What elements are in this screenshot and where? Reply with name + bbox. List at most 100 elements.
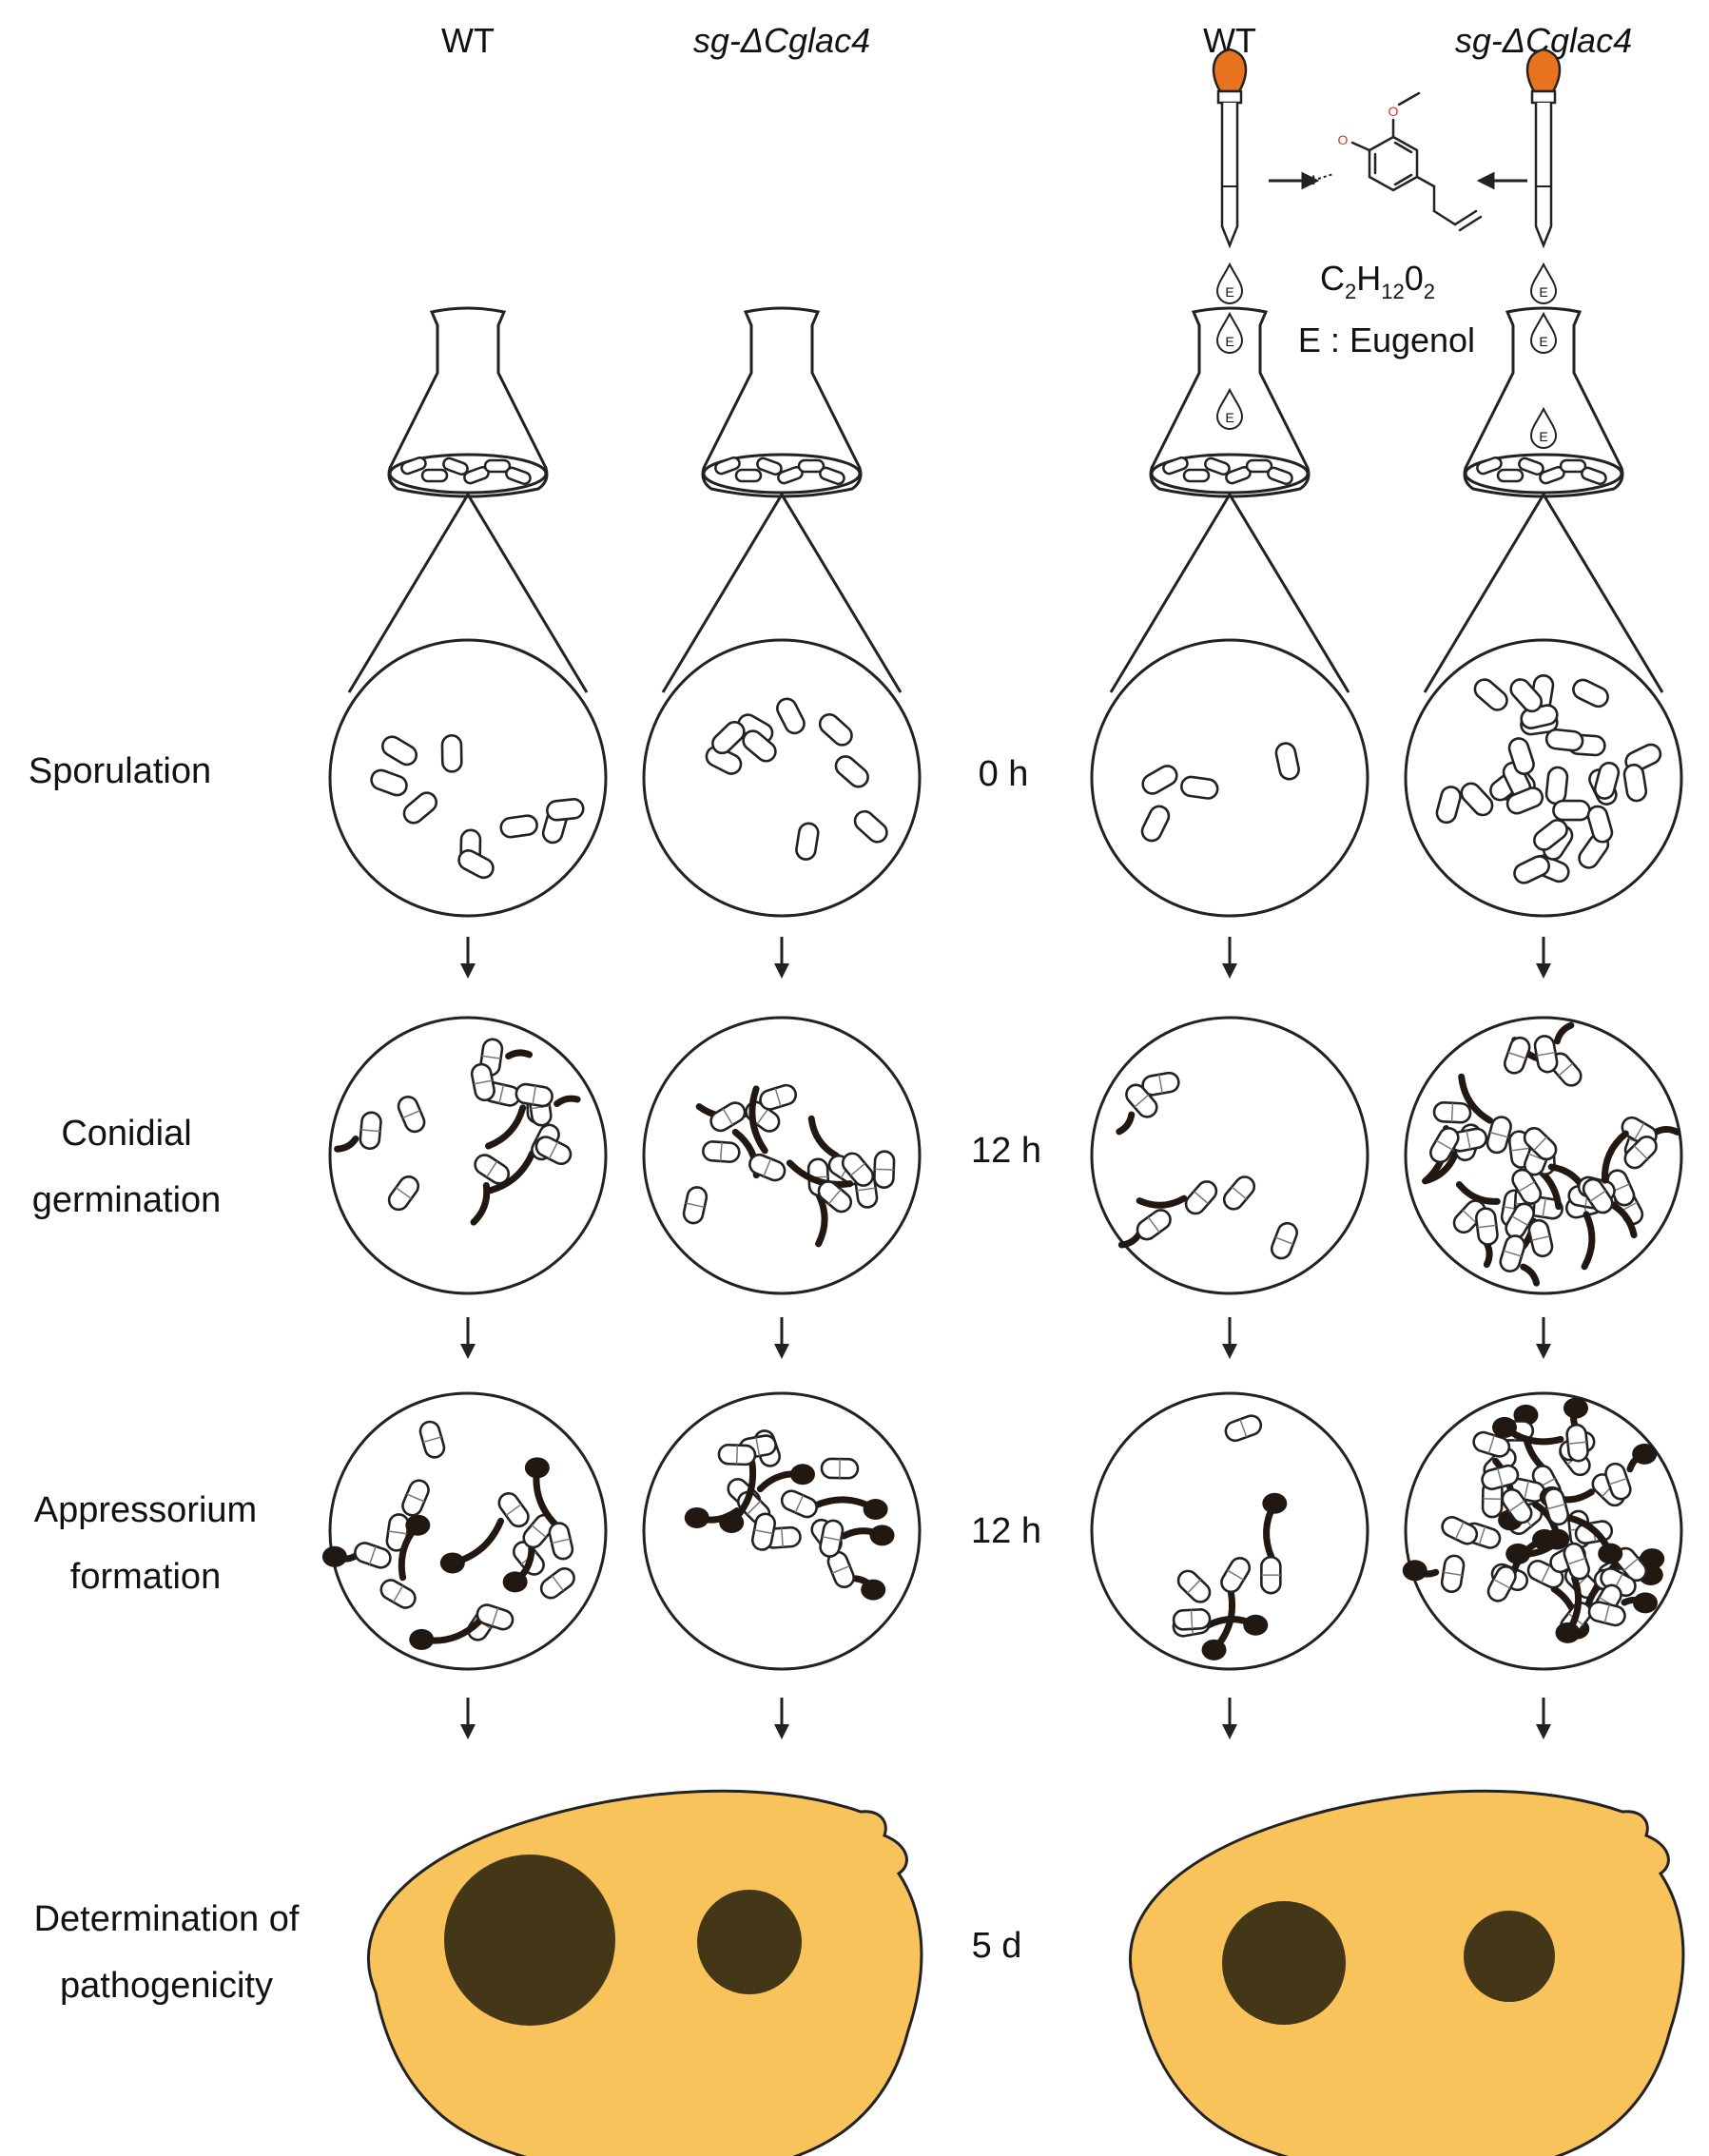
spore (1622, 763, 1648, 803)
pipette-icon (1525, 48, 1562, 249)
down-arrow-icon (460, 937, 476, 979)
hypha (553, 1095, 581, 1108)
spore (1527, 1218, 1554, 1258)
spore (780, 1489, 818, 1519)
spore-icon (1182, 468, 1211, 483)
down-arrow-icon (1222, 1317, 1237, 1359)
hypha (1601, 1130, 1629, 1184)
pipettes (1212, 48, 1562, 249)
appressorium (321, 1545, 347, 1567)
spore (1533, 1035, 1559, 1074)
spore-icon (734, 468, 763, 483)
down-arrow-icon (460, 1317, 476, 1359)
row-label-appressorium-2: formation (70, 1557, 221, 1597)
appressorium (1532, 1528, 1558, 1550)
spore (515, 1082, 553, 1108)
structure-bond-dash (1317, 173, 1334, 180)
spore-icon (505, 466, 532, 485)
drop-letter: E (1225, 334, 1233, 349)
spore (370, 768, 408, 797)
appressorium (1598, 1543, 1623, 1564)
spore-icon (442, 456, 469, 476)
spore (1586, 805, 1614, 844)
appressorium (524, 1457, 550, 1479)
spore (1572, 678, 1609, 709)
tuber (1128, 1789, 1685, 2156)
spore (709, 1101, 747, 1133)
spore (1503, 1036, 1531, 1075)
spore-icon (756, 456, 783, 476)
eugenol-drop-icon: E (1529, 262, 1558, 304)
spore (834, 755, 869, 788)
spore (379, 1579, 417, 1609)
zoom-line (347, 492, 589, 693)
hypha (1520, 1263, 1541, 1287)
hypha (815, 1191, 828, 1248)
spore (499, 814, 538, 839)
spore-icon (1204, 456, 1231, 476)
spore (1486, 1116, 1512, 1155)
spore (841, 1152, 875, 1187)
flask-icon (701, 306, 863, 498)
spore-icon (1476, 456, 1503, 476)
spore (359, 1111, 382, 1151)
hypha (786, 1159, 854, 1188)
appressorium (861, 1579, 886, 1601)
spore (457, 849, 495, 880)
spore (418, 1420, 446, 1459)
hypha (1458, 1073, 1493, 1124)
eugenol-drop-icon: E (1215, 262, 1244, 304)
appressorium (1632, 1592, 1658, 1614)
arrows-to-structure (1269, 171, 1527, 190)
spore (819, 1519, 845, 1558)
spore (1544, 766, 1569, 806)
drop-letter: E (1225, 284, 1233, 300)
spore (1220, 1557, 1252, 1594)
spore (702, 1140, 741, 1163)
hypha (1483, 1240, 1493, 1269)
spore (401, 1479, 430, 1517)
appressorium (1402, 1560, 1427, 1582)
spore (1533, 819, 1568, 851)
spore (476, 1603, 515, 1631)
spore-icon (714, 456, 741, 476)
hypha (1136, 1195, 1188, 1209)
flask-icon (387, 306, 549, 498)
down-arrow-icon (1222, 1698, 1237, 1739)
spore-icon (1581, 466, 1607, 485)
spore (1435, 786, 1462, 825)
spore (1448, 1127, 1488, 1153)
time-label-appressorium: 12 h (971, 1511, 1041, 1551)
pipette-icon (1212, 48, 1248, 249)
spore (750, 1512, 776, 1551)
appressorium (502, 1571, 528, 1593)
spore (1499, 1234, 1526, 1272)
down-arrow-icon (460, 1698, 476, 1739)
appressorium (1563, 1397, 1588, 1419)
spore (1544, 728, 1584, 752)
hypha (1553, 1021, 1575, 1045)
spore (534, 1136, 573, 1165)
spore (820, 1457, 860, 1480)
hypha (1455, 1181, 1501, 1205)
spore (717, 1443, 757, 1466)
spore (748, 1153, 787, 1182)
spore (474, 1154, 511, 1185)
spore (548, 1522, 574, 1561)
row-label-germination-1: Conidial (61, 1114, 191, 1154)
spore (1180, 775, 1219, 800)
appressorium (1243, 1614, 1269, 1636)
microscopy-circle (642, 638, 922, 918)
row-label-appressorium-1: Appressorium (34, 1490, 257, 1530)
spore (1604, 1462, 1632, 1501)
microscopy-circle (328, 638, 608, 918)
appressorium (1555, 1622, 1581, 1643)
spore (1141, 765, 1178, 795)
spore (385, 1513, 410, 1552)
spore (1481, 1464, 1520, 1491)
drop-letter: E (1539, 284, 1547, 300)
microscopy-circle (328, 1016, 608, 1295)
spore (402, 791, 438, 825)
spore (682, 1186, 709, 1225)
